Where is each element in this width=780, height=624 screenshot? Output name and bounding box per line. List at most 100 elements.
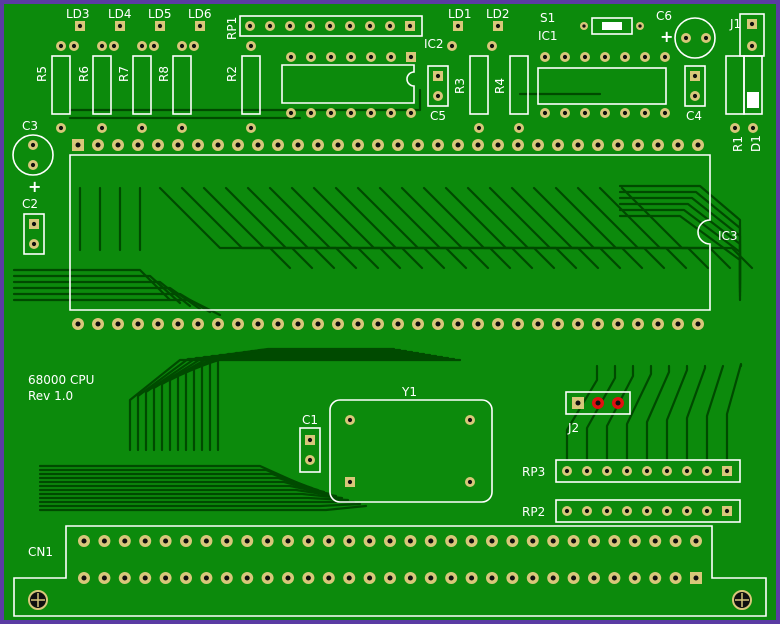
trace-bus-lower xyxy=(38,492,344,500)
ic3-pin-bottom xyxy=(412,318,424,330)
led-pad-round xyxy=(149,41,159,51)
trace-rp-up xyxy=(665,364,689,462)
cn1-pin-top xyxy=(628,535,641,547)
c6-pad-2 xyxy=(701,33,711,43)
label-ic3: IC3 xyxy=(718,229,738,243)
ic3-pin-bottom xyxy=(152,318,164,330)
ic1-pin-top xyxy=(540,52,550,62)
rp3-pin xyxy=(582,466,592,476)
cn1-pin-top xyxy=(282,535,294,547)
ic3-pin-top xyxy=(692,139,704,151)
trace-bus-lower xyxy=(38,476,320,492)
rp2-pin xyxy=(622,506,632,516)
r5-body xyxy=(51,55,71,115)
rp1-pin xyxy=(405,21,415,31)
label-r1: R1 xyxy=(731,136,745,152)
j2-pad-2 xyxy=(592,397,604,409)
label-rp3: RP3 xyxy=(522,465,545,479)
cn1-pin-top xyxy=(241,535,254,547)
cn1-pin-top xyxy=(200,535,213,547)
c4-pad-2 xyxy=(690,91,700,101)
label-c3: C3 xyxy=(22,119,38,133)
trace-left xyxy=(12,286,202,311)
board-substrate xyxy=(4,4,776,620)
trace-bus-lower xyxy=(38,480,326,494)
cn1-pin-bottom xyxy=(180,572,192,584)
ic3-pin-top xyxy=(352,139,364,151)
ic2-pin-top xyxy=(286,52,296,62)
cn1-pin-bottom xyxy=(261,572,274,584)
resistor-pad-top xyxy=(97,41,107,51)
resistor-pad-bottom xyxy=(730,123,740,133)
ic2-pin-bottom xyxy=(326,108,336,118)
label-s1: S1 xyxy=(540,11,555,25)
label-r8: R8 xyxy=(157,66,171,82)
cn1-pin-top xyxy=(486,535,498,547)
ic1-pin-top xyxy=(620,52,630,62)
cn1-pin-bottom xyxy=(343,572,356,584)
cn1-pin-bottom xyxy=(384,572,396,584)
rp2-outline xyxy=(555,499,741,523)
cn1-pin-top xyxy=(118,535,131,547)
label-ld6: LD6 xyxy=(188,7,212,21)
ic1-pin-top xyxy=(560,52,570,62)
component-labels: LD3 LD4 LD5 LD6 RP1 LD1 LD2 S1 IC1 C6 + … xyxy=(22,7,763,559)
rp3-pin xyxy=(702,466,712,476)
s1-outline xyxy=(591,17,633,35)
ic3-outline xyxy=(69,154,711,311)
led-pad-round xyxy=(447,41,457,51)
rp1-pin xyxy=(385,21,395,31)
trace-bus-lower xyxy=(38,488,338,498)
silkscreen-layer xyxy=(12,13,767,617)
r8-body xyxy=(172,55,192,115)
trace-rp-up xyxy=(645,364,671,462)
rp3-pin xyxy=(642,466,652,476)
led-pad-square xyxy=(453,21,463,31)
ic2-pin-top xyxy=(366,52,376,62)
label-c2: C2 xyxy=(22,197,38,211)
cn1-pin-top xyxy=(649,535,662,547)
c5-outline xyxy=(427,65,449,107)
ic3-pin-bottom xyxy=(332,318,344,330)
trace-rp-up xyxy=(725,362,743,462)
label-r4: R4 xyxy=(493,78,507,94)
label-ld2: LD2 xyxy=(486,7,510,21)
label-r6: R6 xyxy=(77,66,91,82)
ic3-pin-bottom xyxy=(392,318,404,330)
ic3-pin-bottom xyxy=(352,318,364,330)
ic3-pin-top xyxy=(392,139,404,151)
ic3-pin-bottom xyxy=(252,318,264,330)
label-ld3: LD3 xyxy=(66,7,90,21)
d1-band xyxy=(747,92,759,108)
trace-bus xyxy=(216,347,396,452)
cn1-pin-bottom xyxy=(547,572,560,584)
trace-bus-lower xyxy=(38,496,350,502)
ic1-pin-top xyxy=(660,52,670,62)
ic3-pin-top xyxy=(292,139,304,151)
ic3-pin-bottom xyxy=(272,318,284,330)
j2-outline xyxy=(565,391,631,415)
rp1-pin xyxy=(345,21,355,31)
led-pad-round xyxy=(189,41,199,51)
rp2-pin xyxy=(702,506,712,516)
rp3-pin xyxy=(722,466,732,476)
y1-pad xyxy=(465,415,475,425)
ic3-pin-bottom xyxy=(92,318,104,330)
rp2-pin xyxy=(722,506,732,516)
c1-pad-1 xyxy=(305,435,315,445)
ic3-pin-top xyxy=(572,139,584,151)
resistor-pad-top xyxy=(246,41,256,51)
r3-body xyxy=(469,55,489,115)
ic3-pin-bottom xyxy=(472,318,484,330)
y1-pad xyxy=(345,477,355,487)
y1-pad xyxy=(345,415,355,425)
label-r3: R3 xyxy=(453,78,467,94)
r2-body xyxy=(241,55,261,115)
ic3-pin-top xyxy=(552,139,564,151)
ic3-pin-bottom xyxy=(72,318,84,330)
ic3-pin-bottom xyxy=(372,318,384,330)
ic1-pin-bottom xyxy=(640,108,650,118)
resistor-pad-bottom xyxy=(246,123,256,133)
cn1-pin-bottom xyxy=(322,572,335,584)
ic3-pin-top xyxy=(372,139,384,151)
